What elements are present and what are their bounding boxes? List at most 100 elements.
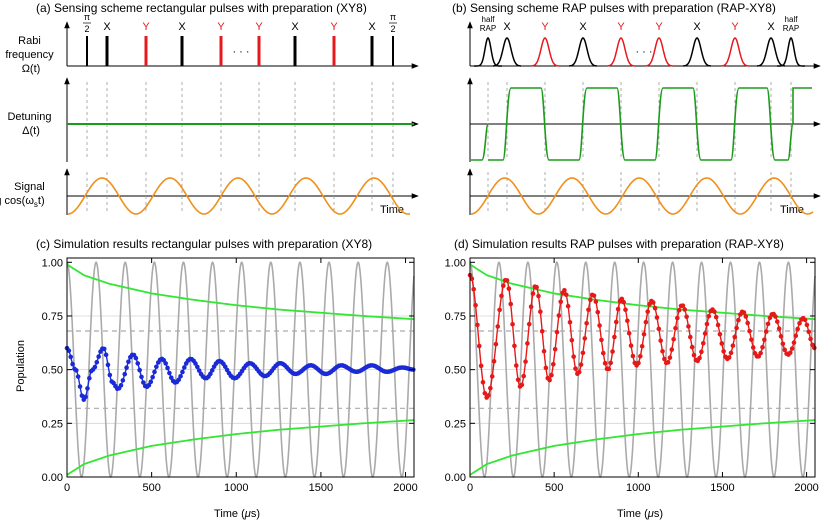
data-point bbox=[680, 303, 686, 308]
data-point bbox=[558, 299, 564, 305]
data-point bbox=[70, 361, 75, 367]
pulse-label: X bbox=[767, 21, 775, 33]
pulse-label: X bbox=[579, 21, 587, 33]
data-point bbox=[665, 360, 671, 365]
x-tick-label: 2000 bbox=[393, 482, 417, 494]
x-pulse bbox=[86, 36, 88, 66]
panel-d: (d) Simulation results RAP pulses with p… bbox=[445, 237, 819, 520]
pulse-label: π bbox=[84, 12, 90, 22]
y-tick-label: 0.50 bbox=[42, 365, 63, 377]
data-point bbox=[571, 354, 576, 359]
x-tick-label: 1000 bbox=[224, 482, 248, 494]
data-point bbox=[652, 305, 658, 311]
pulse-label: Y bbox=[617, 21, 625, 33]
data-point bbox=[650, 300, 656, 305]
data-point bbox=[493, 341, 499, 347]
panel-b-title: (b) Sensing scheme RAP pulses with prepa… bbox=[452, 1, 776, 15]
y-rap-pulse bbox=[644, 37, 674, 67]
data-point bbox=[519, 382, 525, 388]
data-point bbox=[804, 322, 810, 328]
data-point bbox=[523, 359, 528, 364]
y-rap-pulse bbox=[606, 37, 636, 67]
reference-oscillation bbox=[66, 261, 415, 479]
data-point bbox=[645, 309, 651, 314]
data-point bbox=[499, 293, 504, 299]
data-point bbox=[554, 329, 560, 335]
data-point bbox=[734, 325, 739, 331]
data-point bbox=[762, 337, 767, 343]
data-point bbox=[671, 336, 676, 342]
x-rap-pulse bbox=[756, 37, 786, 67]
data-point bbox=[641, 331, 647, 337]
data-point bbox=[600, 350, 606, 356]
data-point bbox=[497, 307, 502, 313]
data-point bbox=[613, 319, 619, 325]
x-pulse bbox=[293, 36, 297, 66]
data-point bbox=[717, 331, 723, 337]
data-point bbox=[526, 321, 532, 327]
data-point bbox=[569, 337, 575, 343]
data-point bbox=[105, 362, 111, 368]
data-point bbox=[688, 334, 693, 340]
pulse-label: Y bbox=[655, 21, 663, 33]
data-point bbox=[667, 355, 673, 360]
data-point bbox=[658, 338, 663, 343]
data-point bbox=[654, 315, 660, 320]
data-point bbox=[615, 306, 621, 312]
data-point bbox=[812, 345, 817, 351]
data-point bbox=[525, 341, 530, 346]
data-point bbox=[538, 309, 543, 315]
data-point bbox=[623, 307, 628, 313]
data-point bbox=[662, 356, 667, 362]
data-point bbox=[126, 359, 131, 365]
data-point bbox=[573, 366, 578, 371]
data-point bbox=[469, 276, 475, 282]
chart-c-title: (c) Simulation results rectangular pulse… bbox=[36, 237, 372, 251]
data-point bbox=[501, 283, 506, 289]
envelope-lower-curve bbox=[66, 419, 415, 476]
x-tick-label: 500 bbox=[142, 482, 160, 494]
detuning-label: Detuning Δ(t) bbox=[7, 111, 54, 137]
data-point bbox=[793, 333, 799, 339]
data-point bbox=[776, 326, 782, 331]
panel-a: (a) Sensing scheme rectangular pulses wi… bbox=[0, 1, 419, 216]
pulse-label: 2 bbox=[84, 24, 89, 34]
x-pulse bbox=[180, 36, 184, 66]
data-point bbox=[669, 347, 675, 352]
data-point bbox=[612, 334, 617, 340]
data-point bbox=[182, 365, 187, 370]
data-point bbox=[103, 352, 109, 358]
data-point bbox=[118, 383, 124, 388]
pulse-label: Y bbox=[217, 21, 225, 33]
panel-b: (b) Sensing scheme RAP pulses with prepa… bbox=[452, 1, 821, 216]
detuning-curve-b bbox=[471, 87, 812, 161]
data-point bbox=[586, 307, 591, 313]
data-point bbox=[721, 349, 726, 354]
x-pulse bbox=[105, 36, 109, 66]
data-point bbox=[165, 365, 170, 371]
data-point bbox=[715, 322, 721, 328]
pulse-label: X bbox=[291, 21, 299, 33]
pulse-label: X bbox=[368, 21, 376, 33]
pulse-dashed-markers bbox=[86, 82, 394, 214]
panel-c: (c) Simulation results rectangular pulse… bbox=[15, 237, 418, 520]
pulse-label: half bbox=[482, 15, 496, 24]
data-point bbox=[808, 336, 813, 342]
x-rap-pulse bbox=[682, 37, 712, 67]
data-point bbox=[536, 293, 541, 299]
y-pulse bbox=[257, 36, 261, 66]
data-point bbox=[591, 293, 597, 298]
data-point bbox=[491, 359, 497, 364]
y-pulse bbox=[144, 36, 148, 66]
data-point bbox=[582, 336, 588, 341]
data-point bbox=[208, 371, 213, 377]
data-point bbox=[775, 319, 780, 324]
chart-d-title: (d) Simulation results RAP pulses with p… bbox=[454, 237, 784, 251]
envelope-lower-curve bbox=[469, 419, 816, 476]
data-point bbox=[719, 341, 725, 346]
data-point bbox=[608, 360, 613, 366]
data-point bbox=[578, 362, 584, 367]
data-point bbox=[489, 374, 495, 379]
y-tick-label: 0.25 bbox=[42, 418, 63, 430]
data-point bbox=[689, 344, 695, 350]
